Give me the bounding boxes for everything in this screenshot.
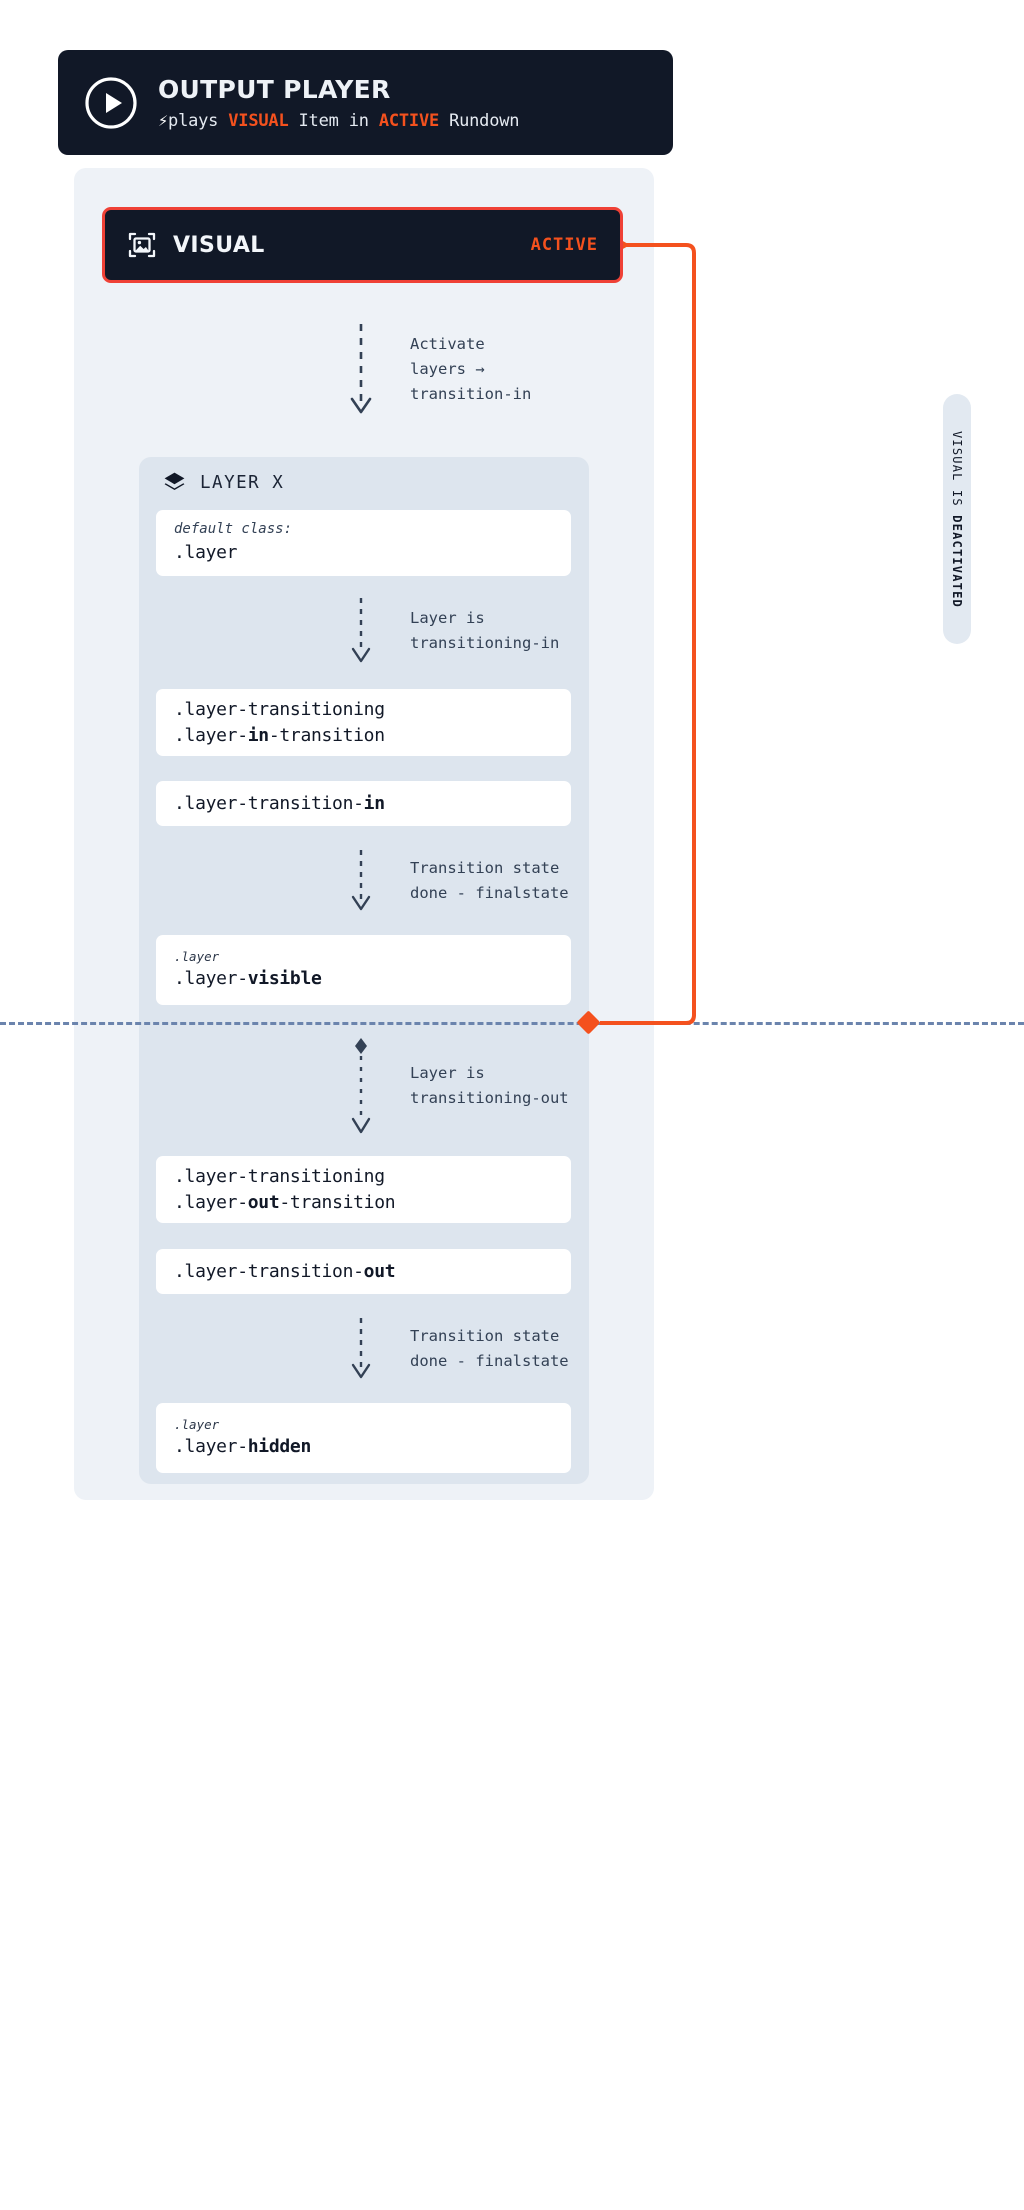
dashed-arrow-down-icon	[351, 1318, 371, 1379]
sub-suffix: Rundown	[439, 110, 520, 131]
layers-icon	[163, 471, 186, 494]
card-out-transition-line2: .layer-out-transition	[174, 1191, 396, 1213]
card-transition-in: .layer-transition-in	[156, 781, 571, 826]
flow-transitioning-out-label: Layer is transitioning-out	[410, 1063, 569, 1107]
sub-mid: Item in	[288, 110, 379, 131]
play-circle-icon	[84, 76, 138, 130]
card-default-main: .layer	[174, 541, 238, 563]
card-default-prefix: default class:	[174, 520, 293, 537]
flow-done-out-label: Transition state done - finalstate	[410, 1326, 569, 1370]
flow-done-in: Transition state done - finalstate	[346, 848, 569, 914]
dashed-arrow-down-diamond-icon	[351, 1038, 371, 1134]
card-in-transition: .layer-transitioning .layer-in-transitio…	[156, 689, 571, 756]
banner-text-block: OUTPUT PLAYER ⚡plays VISUAL Item in ACTI…	[158, 74, 520, 131]
flow-activate: Activate layers → transition-in	[346, 322, 531, 417]
image-frame-icon	[127, 230, 157, 260]
bolt-icon: ⚡	[158, 110, 169, 131]
card-transition-out-main: .layer-transition-out	[174, 1260, 396, 1282]
flow-done-out: Transition state done - finalstate	[346, 1316, 569, 1382]
card-layer-visible: .layer .layer-visible	[156, 935, 571, 1005]
page-title: OUTPUT PLAYER	[158, 74, 391, 104]
dashed-arrow-down-icon	[351, 598, 371, 663]
dashed-arrow-down-icon	[351, 850, 371, 911]
layer-panel-title: LAYER X	[200, 472, 285, 493]
output-player-banner: OUTPUT PLAYER ⚡plays VISUAL Item in ACTI…	[58, 50, 673, 155]
sub-active: ACTIVE	[378, 110, 440, 131]
card-transition-in-main: .layer-transition-in	[174, 792, 385, 814]
state-divider	[0, 1022, 1024, 1025]
card-layer-hidden: .layer .layer-hidden	[156, 1403, 571, 1473]
card-in-transition-line1: .layer-transitioning	[174, 698, 385, 720]
card-out-transition-line1: .layer-transitioning	[174, 1165, 385, 1187]
dashed-arrow-down-icon	[350, 324, 372, 414]
deactivate-label-text: VISUAL IS DEACTIVATED	[950, 430, 964, 608]
flow-transitioning-out: Layer is transitioning-out	[346, 1036, 569, 1136]
card-hidden-main: .layer-hidden	[174, 1435, 311, 1457]
card-default-class: default class: .layer	[156, 510, 571, 576]
card-visible-prefix: .layer	[174, 948, 220, 964]
flow-transitioning-in-label: Layer is transitioning-in	[410, 608, 560, 652]
flow-transitioning-in: Layer is transitioning-in	[346, 596, 559, 666]
flow-activate-label: Activate layers → transition-in	[410, 334, 532, 404]
visual-card-label: VISUAL	[173, 232, 265, 258]
deactivate-label-pill: VISUAL IS DEACTIVATED	[943, 394, 971, 644]
card-visible-main: .layer-visible	[174, 967, 322, 989]
card-hidden-prefix: .layer	[174, 1416, 220, 1432]
flow-done-in-label: Transition state done - finalstate	[410, 858, 569, 902]
visual-item-card[interactable]: VISUAL ACTIVE	[102, 207, 623, 283]
sub-visual: VISUAL	[228, 110, 289, 131]
card-transition-out: .layer-transition-out	[156, 1249, 571, 1294]
layer-panel-header: LAYER X	[163, 471, 284, 494]
sub-prefix: plays	[168, 110, 229, 131]
banner-subtitle: ⚡plays VISUAL Item in ACTIVE Rundown	[158, 110, 520, 131]
status-badge: ACTIVE	[530, 235, 598, 255]
card-in-transition-line2: .layer-in-transition	[174, 724, 385, 746]
card-out-transition: .layer-transitioning .layer-out-transiti…	[156, 1156, 571, 1223]
